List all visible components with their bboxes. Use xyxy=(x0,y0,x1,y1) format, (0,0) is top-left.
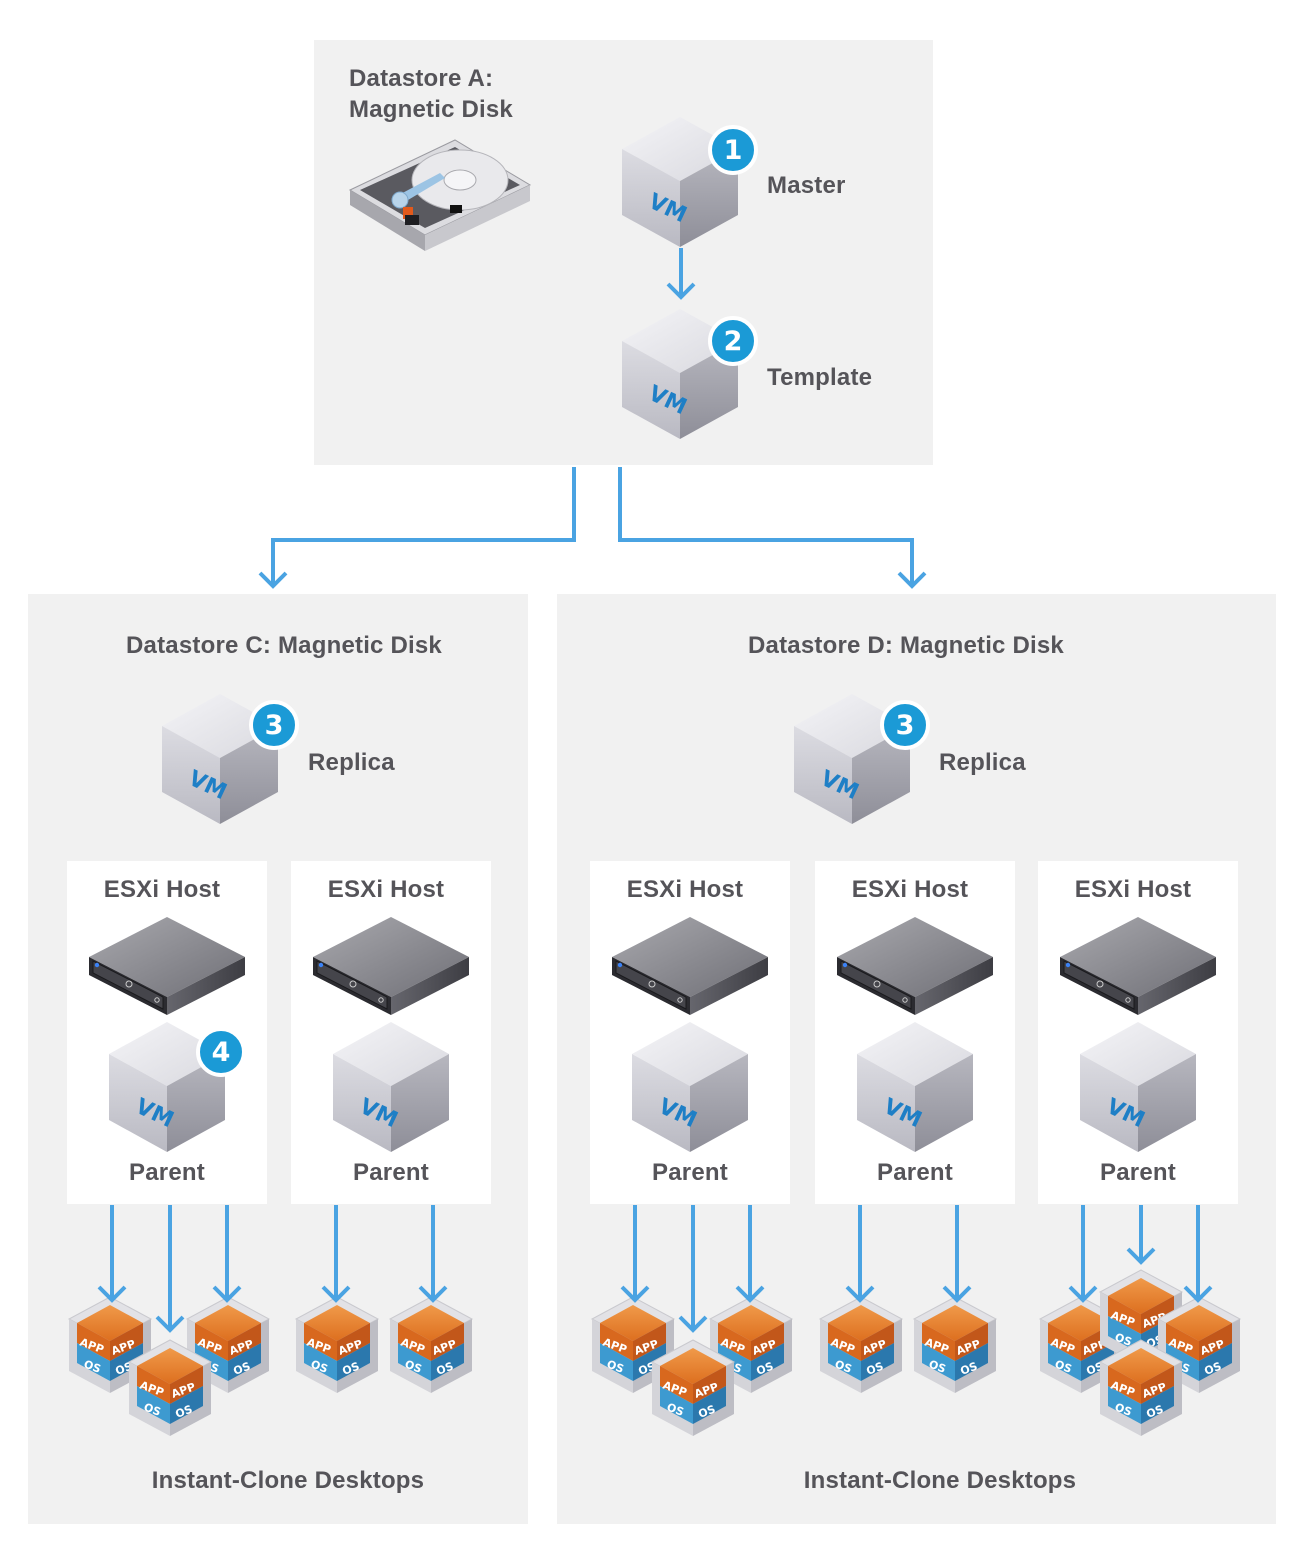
template-vm[interactable]: VM xyxy=(620,307,740,442)
parent-label: Parent xyxy=(1100,1159,1176,1186)
server-icon xyxy=(89,917,245,1015)
instant-clone-desktop[interactable]: APP APP OS OS xyxy=(67,1295,153,1400)
datastore-a-title-line2: Magnetic Disk xyxy=(349,96,513,123)
step-badge-2: 2 xyxy=(708,316,758,366)
svg-text:OS: OS xyxy=(1053,1358,1074,1376)
desktop-vm-icon: APP APP OS OS xyxy=(185,1296,271,1393)
svg-text:OS: OS xyxy=(1113,1401,1134,1419)
parent-vm[interactable]: VM xyxy=(107,1020,227,1155)
instant-clone-desktop[interactable]: APP APP OS OS xyxy=(388,1295,474,1400)
step-badge-3: 3 xyxy=(249,700,299,750)
svg-text:OS: OS xyxy=(174,1403,195,1421)
desktop-vm-icon: APP APP OS OS xyxy=(127,1339,213,1436)
vm-cube-icon: VM xyxy=(622,309,738,439)
svg-text:OS: OS xyxy=(833,1358,854,1376)
svg-text:OS: OS xyxy=(605,1358,626,1376)
svg-text:OS: OS xyxy=(1113,1331,1134,1349)
replica-vm-d[interactable]: VM xyxy=(792,692,912,827)
datastore-a-title-line1: Datastore A: xyxy=(349,65,494,92)
master-label: Master xyxy=(767,172,846,199)
instant-clone-desktop[interactable]: APP APP OS OS xyxy=(1098,1338,1184,1443)
esxi-server xyxy=(87,915,247,1030)
instant-clone-desktop[interactable]: APP APP OS OS xyxy=(818,1295,904,1400)
vm-cube-icon: VM xyxy=(857,1022,973,1152)
esxi-host-title: ESXi Host xyxy=(103,876,221,903)
parent-vm[interactable]: VM xyxy=(630,1020,750,1155)
svg-text:OS: OS xyxy=(232,1360,253,1378)
template-label: Template xyxy=(767,364,873,391)
instant-clone-desktop[interactable]: APP APP OS OS xyxy=(294,1295,380,1400)
arrow-head-icon xyxy=(258,571,288,589)
svg-text:OS: OS xyxy=(1203,1360,1224,1378)
desktop-vm-icon: APP APP OS OS xyxy=(67,1296,153,1393)
svg-text:OS: OS xyxy=(82,1358,103,1376)
vm-cube-icon: VM xyxy=(794,694,910,824)
datastore-d-title: Datastore D: Magnetic Disk xyxy=(748,632,1064,659)
instant-clone-desktop[interactable]: APP APP OS OS xyxy=(185,1295,271,1400)
vm-cube-icon: VM xyxy=(109,1022,225,1152)
step-badge-1: 1 xyxy=(708,125,758,175)
datastore-c-title: Datastore C: Magnetic Disk xyxy=(126,632,442,659)
svg-text:OS: OS xyxy=(341,1360,362,1378)
esxi-server xyxy=(311,915,471,1030)
instant-clone-desktop[interactable]: APP APP OS OS xyxy=(912,1295,998,1400)
esxi-host-title: ESXi Host xyxy=(1074,876,1192,903)
vm-cube-icon: VM xyxy=(333,1022,449,1152)
esxi-server xyxy=(835,915,995,1030)
parent-vm[interactable]: VM xyxy=(331,1020,451,1155)
desktop-vm-icon: APP APP OS OS xyxy=(1156,1296,1242,1393)
server-icon xyxy=(612,917,768,1015)
svg-text:OS: OS xyxy=(1145,1403,1166,1421)
desktop-vm-icon: APP APP OS OS xyxy=(294,1296,380,1393)
parent-label: Parent xyxy=(877,1159,953,1186)
hard-disk-icon xyxy=(348,139,532,251)
svg-text:OS: OS xyxy=(755,1360,776,1378)
desktop-vm-icon: APP APP OS OS xyxy=(912,1296,998,1393)
svg-text:OS: OS xyxy=(309,1358,330,1376)
svg-text:OS: OS xyxy=(142,1401,163,1419)
replica-label: Replica xyxy=(939,749,1026,776)
arrow-head-icon xyxy=(897,571,927,589)
svg-text:OS: OS xyxy=(697,1403,718,1421)
vm-cube-icon: VM xyxy=(1080,1022,1196,1152)
desktops-footer-d: Instant-Clone Desktops xyxy=(803,1467,1077,1494)
parent-vm[interactable]: VM xyxy=(855,1020,975,1155)
replica-label: Replica xyxy=(308,749,395,776)
desktops-footer-c: Instant-Clone Desktops xyxy=(151,1467,425,1494)
svg-text:OS: OS xyxy=(959,1360,980,1378)
server-icon xyxy=(1060,917,1216,1015)
desktop-vm-icon: APP APP OS OS xyxy=(818,1296,904,1393)
desktop-vm-icon: APP APP OS OS xyxy=(1098,1339,1184,1436)
esxi-server xyxy=(610,915,770,1030)
step-badge-4: 4 xyxy=(196,1027,246,1077)
parent-vm[interactable]: VM xyxy=(1078,1020,1198,1155)
parent-label: Parent xyxy=(129,1159,205,1186)
instant-clone-desktop[interactable]: APP APP OS OS xyxy=(1156,1295,1242,1400)
instant-clone-desktop[interactable]: APP APP OS OS xyxy=(650,1338,736,1443)
svg-text:OS: OS xyxy=(927,1358,948,1376)
server-icon xyxy=(837,917,993,1015)
esxi-server xyxy=(1058,915,1218,1030)
server-icon xyxy=(313,917,469,1015)
desktop-vm-icon: APP APP OS OS xyxy=(650,1339,736,1436)
esxi-host-title: ESXi Host xyxy=(626,876,744,903)
svg-text:OS: OS xyxy=(403,1358,424,1376)
parent-label: Parent xyxy=(353,1159,429,1186)
vm-cube-icon: VM xyxy=(632,1022,748,1152)
instant-clone-desktop[interactable]: APP APP OS OS xyxy=(127,1338,213,1443)
vm-cube-icon: VM xyxy=(162,694,278,824)
esxi-host-title: ESXi Host xyxy=(851,876,969,903)
svg-text:OS: OS xyxy=(865,1360,886,1378)
desktop-vm-icon: APP APP OS OS xyxy=(388,1296,474,1393)
step-badge-3: 3 xyxy=(880,700,930,750)
parent-label: Parent xyxy=(652,1159,728,1186)
replica-vm-c[interactable]: VM xyxy=(160,692,280,827)
svg-text:OS: OS xyxy=(665,1401,686,1419)
esxi-host-title: ESXi Host xyxy=(327,876,445,903)
svg-text:OS: OS xyxy=(435,1360,456,1378)
